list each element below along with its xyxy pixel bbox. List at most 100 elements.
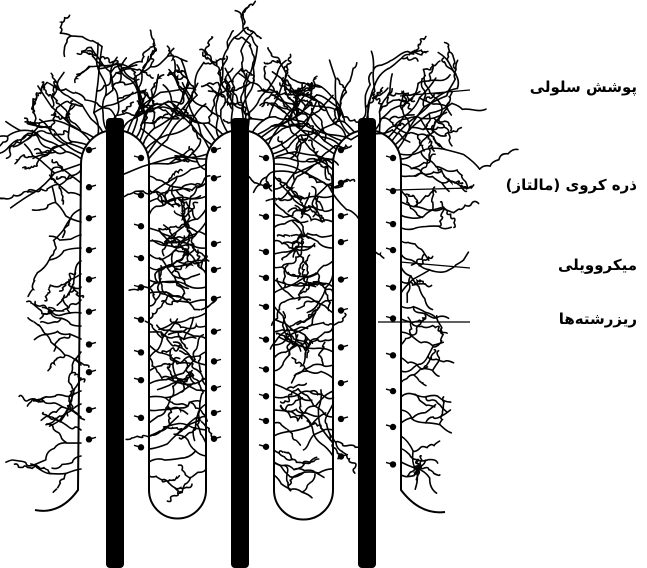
glycocalyx-filament: [52, 456, 81, 469]
glycocalyx-filament: [401, 226, 451, 229]
glycocalyx-filament: [15, 155, 33, 164]
glycocalyx-filament: [6, 460, 33, 466]
glycocalyx-filament: [305, 255, 309, 277]
glycocalyx-filament: [274, 449, 303, 463]
glycocalyx-filament: [39, 391, 81, 401]
glycocalyx-filament: [408, 50, 428, 52]
glycocalyx-filament: [294, 457, 317, 469]
glycocalyx-filament: [401, 267, 433, 310]
glycocalyx-filament: [54, 334, 70, 351]
glycocalyx-filament: [413, 441, 440, 451]
glycocalyx-filament: [401, 306, 449, 318]
label-cell-coat: پوشش سلولی: [530, 80, 637, 95]
glycocalyx-filament: [31, 464, 51, 474]
glycocalyx-filament: [319, 342, 325, 365]
glycocalyx-filament: [414, 375, 426, 386]
glycocalyx-filament: [412, 315, 426, 323]
glycocalyx-filament: [337, 78, 346, 93]
glycocalyx-filament: [401, 241, 429, 260]
glycocalyx-filament: [440, 397, 444, 425]
glycocalyx-filament: [281, 405, 298, 420]
label-spherical-particle: ذره کروی (مالتاز): [506, 178, 637, 193]
glycocalyx-filament: [426, 410, 451, 423]
glycocalyx-filament: [173, 274, 200, 279]
glycocalyx-filament: [342, 451, 356, 473]
glycocalyx-filament: [407, 276, 411, 302]
glycocalyx-filament: [480, 149, 518, 169]
glycocalyx-filament: [46, 334, 81, 365]
filament-core-1: [106, 118, 124, 568]
glycocalyx-filament: [401, 358, 439, 376]
glycocalyx-filament: [149, 294, 170, 319]
glycocalyx-filament: [33, 203, 56, 211]
glycocalyx-filament: [350, 63, 357, 81]
glycocalyx-filament: [287, 384, 307, 390]
glycocalyx-filament: [179, 465, 191, 478]
label-microfilaments: ریزرشته‌ها: [559, 312, 637, 327]
glycocalyx-filament: [0, 182, 4, 199]
glycocalyx-filament: [223, 29, 244, 60]
glycocalyx-filament: [168, 56, 187, 62]
leader-line-1: [400, 90, 470, 96]
glycocalyx-filament: [11, 164, 81, 208]
glycocalyx-filament: [28, 318, 46, 335]
glycocalyx-filament: [312, 109, 326, 142]
label-microvilli: میکروویلی: [558, 258, 637, 273]
glycocalyx-filament: [45, 285, 50, 301]
glycocalyx-filament: [421, 151, 457, 171]
glycocalyx-filament: [162, 348, 182, 353]
glycocalyx-filament: [38, 248, 82, 273]
glycocalyx-filament: [149, 319, 177, 358]
glycocalyx-filament: [402, 57, 418, 61]
glycocalyx-filament: [248, 176, 260, 185]
glycocalyx-filament: [64, 36, 71, 56]
glycocalyx-filament: [142, 48, 174, 71]
glycocalyx-filament: [264, 61, 280, 64]
glycocalyx-filament: [168, 74, 187, 79]
glycocalyx-filament: [182, 469, 206, 492]
glycocalyx-filament: [330, 434, 339, 459]
filament-core-2: [231, 118, 249, 568]
glycocalyx-filament: [339, 81, 350, 118]
glycocalyx-filament: [452, 103, 486, 110]
glycocalyx-filament: [433, 137, 444, 149]
glycocalyx-filament: [324, 313, 346, 325]
glycocalyx-filament: [57, 177, 73, 180]
glycocalyx-filament: [167, 492, 182, 501]
glycocalyx-filament: [53, 473, 66, 492]
glycocalyx-filament: [205, 37, 212, 55]
glycocalyx-filament: [400, 148, 480, 169]
glycocalyx-filament: [401, 405, 436, 423]
glycocalyx-filament: [423, 61, 440, 70]
glycocalyx-filament: [60, 15, 69, 33]
glycocalyx-filament: [343, 117, 360, 122]
glycocalyx-filament: [192, 176, 210, 191]
glycocalyx-filament: [254, 171, 276, 192]
glycocalyx-filament: [49, 300, 81, 311]
glycocalyx-filament: [439, 120, 452, 131]
filament-core-3: [358, 118, 376, 568]
glycocalyx-filament: [454, 201, 479, 212]
glycocalyx-filament: [28, 273, 37, 297]
glycocalyx-filament: [23, 165, 37, 169]
glycocalyx-filament: [401, 270, 448, 293]
actin-filament-cores: [106, 118, 376, 568]
glycocalyx-filament: [184, 202, 197, 220]
glycocalyx-filament: [373, 52, 408, 72]
glycocalyx-filament: [33, 443, 81, 466]
glycocalyx-filament: [50, 240, 57, 260]
glycocalyx-filament: [258, 89, 274, 91]
glycocalyx-filament: [439, 202, 444, 226]
glycocalyx-filament: [401, 208, 444, 218]
glycocalyx-filament: [41, 407, 63, 420]
glycocalyx-filament: [150, 358, 162, 378]
glycocalyx-filament: [417, 37, 426, 51]
glycocalyx-filament: [437, 316, 443, 341]
glycocalyx-filament: [302, 474, 315, 492]
glycocalyx-filament: [202, 82, 219, 86]
glycocalyx-filament: [48, 355, 65, 371]
glycocalyx-filament: [149, 401, 200, 411]
glycocalyx-filament: [408, 317, 412, 335]
glycocalyx-filament: [294, 371, 333, 378]
glycocalyx-filament: [41, 318, 61, 323]
